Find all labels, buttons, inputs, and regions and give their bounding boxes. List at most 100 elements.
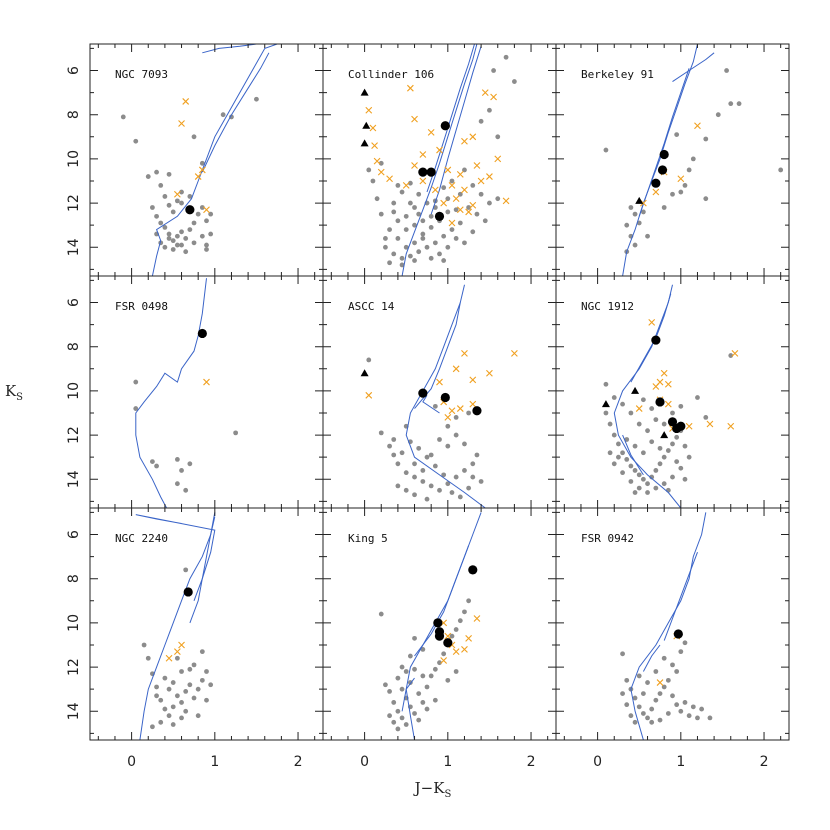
field-star-point [445, 209, 451, 215]
member-circle-marker [659, 149, 669, 160]
cross-marker [481, 89, 489, 96]
field-star-point [682, 443, 688, 449]
field-star-point [420, 468, 426, 473]
field-star-point [478, 479, 484, 484]
field-star-point [470, 461, 476, 467]
field-star-point [208, 211, 214, 217]
field-star-point [420, 700, 426, 705]
panel-ticks [556, 508, 789, 740]
field-star-point [187, 194, 193, 199]
field-star-point [482, 218, 488, 224]
field-star-point [665, 677, 671, 683]
field-star-point [470, 474, 476, 480]
cross-marker [402, 182, 410, 189]
cross-marker [731, 349, 739, 357]
field-star-point [166, 171, 172, 177]
field-star-point [661, 454, 667, 460]
field-star-point [141, 642, 147, 648]
field-star-point [395, 183, 401, 188]
cross-marker [461, 349, 468, 357]
field-star-point [611, 432, 617, 438]
field-star-point [449, 633, 455, 639]
cross-marker [635, 405, 643, 412]
field-star-point [699, 706, 705, 712]
isochrone-line-1 [139, 512, 216, 740]
field-star-point [403, 487, 409, 493]
field-star-point [158, 697, 164, 703]
field-star-point [170, 247, 176, 252]
field-star-point [491, 68, 496, 73]
field-star-point [428, 483, 434, 489]
isochrone-line-2 [426, 44, 475, 193]
field-star-point [620, 691, 625, 696]
panel-king-5: King 5 [322, 507, 557, 741]
field-star-point [183, 688, 189, 694]
field-star-point [412, 635, 417, 641]
isochrone-line-3 [430, 46, 482, 215]
field-star-point [636, 704, 642, 710]
field-star-point [636, 485, 642, 491]
field-star-point [661, 481, 667, 487]
field-star-point [657, 445, 663, 451]
panel-ngc-7093: NGC 7093 [89, 43, 324, 277]
field-star-point [728, 353, 734, 358]
field-star-point [179, 468, 184, 473]
field-star-point [403, 669, 409, 674]
triangle-marker [360, 88, 369, 96]
field-star-point [391, 452, 397, 458]
field-star-point [466, 410, 472, 416]
field-star-point [191, 662, 197, 668]
field-star-point [624, 702, 630, 708]
x-tick-label: 1 [676, 754, 685, 770]
field-star-point [670, 662, 675, 668]
field-star-point [632, 719, 638, 725]
field-star-point [703, 415, 709, 420]
y-tick-label: 8 [66, 574, 82, 583]
member-circle-marker [651, 335, 661, 345]
field-star-point [678, 649, 684, 655]
field-star-point [437, 437, 442, 442]
field-star-point [133, 406, 139, 411]
cross-marker [664, 400, 672, 408]
field-star-point [657, 717, 663, 723]
field-star-point [649, 706, 655, 712]
field-star-point [395, 461, 401, 467]
field-star-point [453, 669, 459, 674]
field-star-point [420, 479, 426, 484]
field-star-point [466, 205, 472, 210]
field-star-point [391, 209, 397, 215]
field-star-point [416, 191, 422, 197]
field-star-point [682, 183, 688, 188]
field-star-point [462, 441, 467, 447]
field-star-point [204, 669, 209, 674]
field-star-point [649, 474, 655, 480]
field-star-point [645, 715, 650, 721]
field-star-point [449, 490, 455, 495]
field-star-point [616, 441, 621, 447]
field-star-point [674, 132, 680, 137]
field-star-point [674, 434, 680, 440]
field-star-point [383, 236, 388, 241]
field-star-point [636, 673, 642, 679]
cross-marker [411, 115, 418, 123]
field-star-point [403, 227, 409, 233]
field-star-point [640, 397, 646, 403]
field-star-point [170, 722, 176, 727]
field-star-point [145, 655, 151, 661]
cross-marker [656, 679, 664, 686]
field-star-point [170, 704, 176, 710]
cross-marker [502, 197, 510, 205]
field-star-point [603, 147, 609, 153]
field-star-point [366, 167, 372, 173]
x-axis-title: J−KS [413, 779, 452, 800]
cross-marker [371, 142, 378, 150]
field-star-point [424, 684, 430, 690]
panel-label: NGC 2240 [115, 532, 168, 545]
isochrone-line-1 [405, 284, 486, 508]
field-star-point [661, 421, 667, 427]
field-star-point [420, 236, 426, 241]
y-axis-title-sub: S [16, 392, 23, 403]
cross-marker [444, 632, 452, 640]
y-tick-label: 12 [66, 658, 82, 676]
